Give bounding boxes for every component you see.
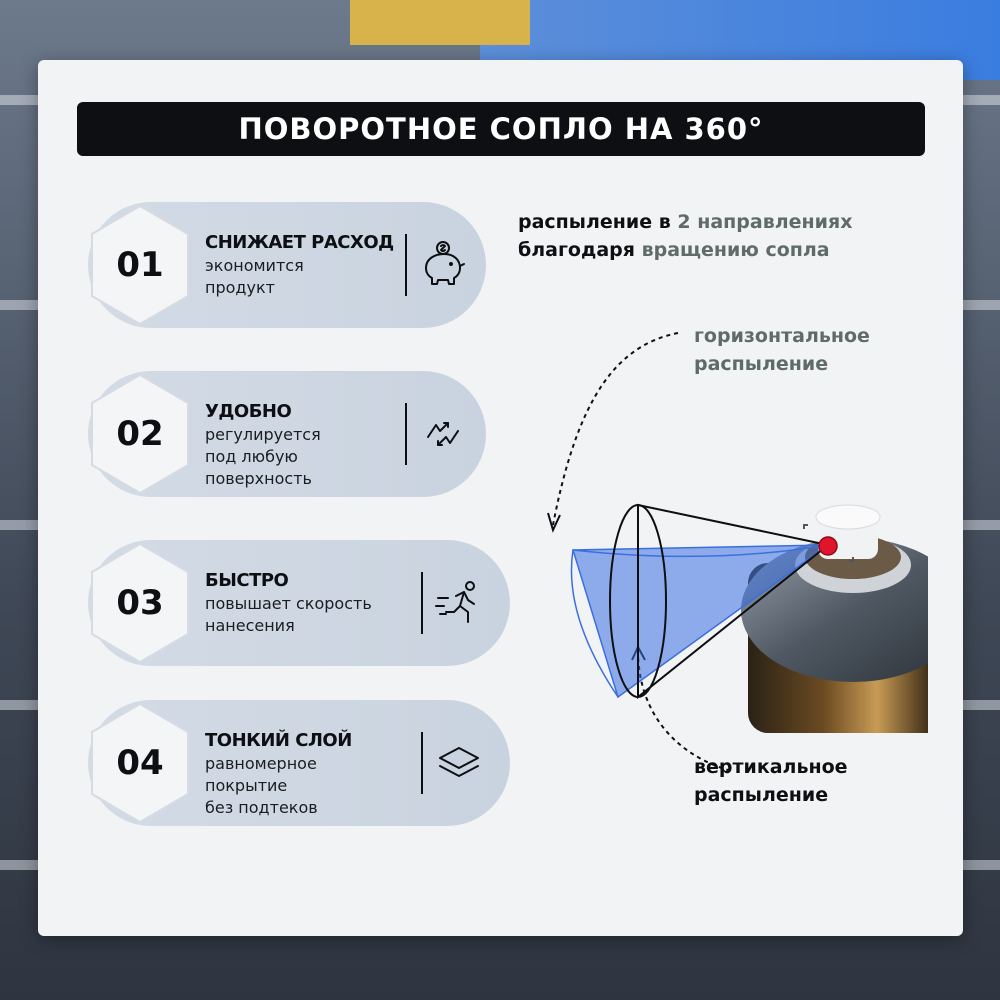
feature-card-02: 02 УДОБНО регулируется под любую поверхн… [88, 371, 486, 497]
feature-card-03: 03 БЫСТРО повышает скорость нанесения [88, 540, 510, 666]
headline-accent: вращению сопла [641, 239, 830, 261]
horizontal-spray-cone-edge [570, 549, 619, 698]
feature-divider [405, 234, 407, 296]
feature-description: регулируется под любую поверхность [205, 425, 321, 488]
background-roof [350, 0, 530, 45]
running-person-icon [435, 581, 475, 623]
title-bar: ПОВОРОТНОЕ СОПЛО НА 360° [77, 102, 925, 156]
headline-accent: 2 направлениях [677, 211, 853, 233]
feature-title: БЫСТРО [205, 570, 289, 591]
feature-card-04: 04 ТОНКИЙ СЛОЙ равномерное покрытие без … [88, 700, 510, 826]
horizontal-spray-cone [571, 544, 831, 699]
feature-number: 04 [116, 743, 164, 783]
feature-divider [405, 403, 407, 465]
vertical-spray-label-line: вертикальное [694, 756, 848, 778]
info-panel: ПОВОРОТНОЕ СОПЛО НА 360° 01 СНИЖАЕТ РАСХ… [38, 60, 963, 936]
feature-number-badge: 01 [88, 202, 192, 328]
feature-divider [421, 732, 423, 794]
headline: распыление в 2 направлениях благодаря вр… [518, 208, 852, 264]
vertical-spray-label-line: распыление [694, 784, 829, 806]
vertical-spray-cone-base [609, 504, 667, 698]
vertical-spray-label: вертикальное распыление [694, 753, 848, 809]
horizontal-spray-label-line: горизонтальное [694, 325, 870, 347]
feature-title: ТОНКИЙ СЛОЙ [205, 730, 352, 751]
feature-divider [421, 572, 423, 634]
arc-arrowhead [547, 512, 561, 533]
nozzle [818, 536, 838, 556]
headline-text: распыление в [518, 211, 678, 233]
piggy-bank-icon [425, 241, 465, 285]
feature-number: 02 [116, 414, 164, 454]
layers-icon [439, 747, 479, 777]
vertical-spray-cone [637, 503, 831, 700]
feature-number-badge: 04 [88, 700, 192, 826]
nozzle-corner-marker [849, 557, 854, 562]
feature-number-badge: 03 [88, 540, 192, 666]
feature-title: УДОБНО [205, 401, 292, 422]
feature-description: равномерное покрытие без подтеков [205, 754, 318, 817]
horizontal-arc [552, 332, 679, 526]
nozzle-corner-marker [803, 524, 808, 529]
feature-number-badge: 02 [88, 371, 192, 497]
headline-text: благодаря [518, 239, 642, 261]
feature-title: СНИЖАЕТ РАСХОД [205, 232, 394, 253]
rotate-arrows-icon [427, 422, 459, 446]
spray-diagram [547, 332, 928, 771]
feature-card-01: 01 СНИЖАЕТ РАСХОД экономится продукт [88, 202, 486, 328]
horizontal-spray-cone-edge [572, 544, 829, 558]
horizontal-spray-label: горизонтальное распыление [694, 322, 870, 378]
feature-description: повышает скорость нанесения [205, 594, 372, 635]
feature-number: 03 [116, 583, 164, 623]
page-title: ПОВОРОТНОЕ СОПЛО НА 360° [238, 112, 764, 146]
feature-number: 01 [116, 245, 164, 285]
feature-description: экономится продукт [205, 256, 304, 297]
horizontal-spray-label-line: распыление [694, 353, 829, 375]
